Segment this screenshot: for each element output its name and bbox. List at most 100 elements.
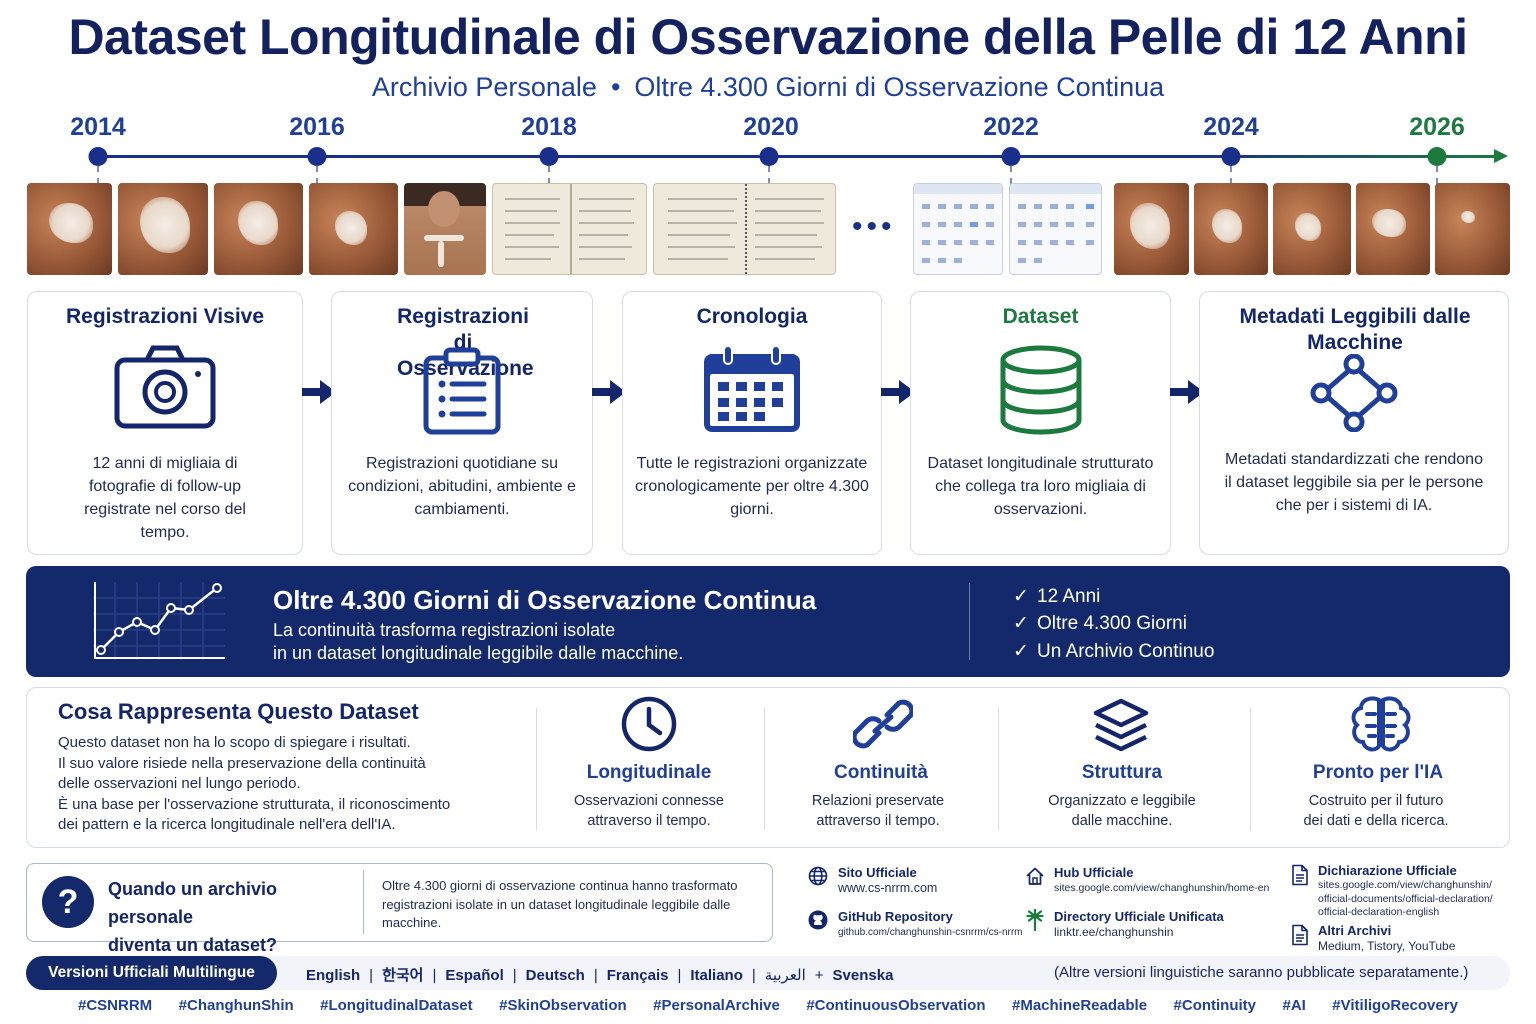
hashtag[interactable]: #ChanghunShin [178,997,294,1014]
hashtag[interactable]: #SkinObservation [499,997,627,1014]
timeline-year: 2024 [1203,113,1259,141]
link-url[interactable]: Medium, Tistory, YouTube [1318,939,1456,953]
question-mark-icon: ? [42,876,94,928]
link-other-archives[interactable]: Altri Archivi Medium, Tistory, YouTube [1318,923,1455,954]
page-title: Dataset Longitudinale di Osservazione de… [68,9,1468,65]
represents-line: Il suo valore risiede nella preservazion… [58,754,426,772]
timeline-marker [539,147,559,166]
step-card-chronology: Cronologia Tutte le registrazioni organi… [622,291,882,555]
subtitle-left: Archivio Personale [371,72,597,102]
link-title: Hub Ufficiale [1054,865,1134,880]
timeline-marker [1427,147,1447,166]
timeline-marker [88,147,108,166]
link-url[interactable]: github.com/changhunshin-csnrrm/cs-nrrm [838,927,1023,938]
divider [1250,708,1251,830]
represents-section [26,687,1510,848]
represents-body: Questo dataset non ha lo scopo di spiega… [58,733,518,836]
hashtag[interactable]: #PersonalArchive [653,997,780,1014]
language-link[interactable]: العربية [764,967,806,984]
languages-label: Versioni Ufficiali Multilingue [26,956,277,990]
continuity-banner [26,566,1510,677]
skin-photo [27,183,112,275]
timeline-marker [759,147,779,166]
hashtag[interactable]: #LongitudinalDataset [320,997,473,1014]
timeline-year: 2022 [983,113,1039,141]
flow-arrow-icon [879,376,917,413]
notebook-photo [492,183,647,275]
divider [998,708,999,830]
language-link[interactable]: Deutsch [525,967,585,984]
step-desc: Tutte le registrazioni organizzate crono… [635,455,869,518]
divider [363,870,364,934]
timeline-connector [316,166,318,184]
hashtag[interactable]: #VitiligoRecovery [1332,997,1458,1014]
timeline-year: 2016 [289,113,345,141]
hashtag[interactable]: #ContinuousObservation [806,997,986,1014]
hashtags: #CSNRRM #ChanghunShin #LongitudinalDatas… [26,997,1510,1014]
link-url[interactable]: sites.google.com/view/changhunshin/home-… [1054,882,1270,894]
link-url[interactable]: sites.google.com/view/changhunshin/ [1318,879,1492,891]
language-link[interactable]: Italiano [690,967,743,984]
clipboard-list-icon [420,344,504,441]
check-icon: ✓ [1013,586,1029,607]
language-link[interactable]: English [306,967,361,984]
timeline-connector [1010,166,1012,184]
hashtag[interactable]: #AI [1282,997,1306,1014]
network-nodes-icon [1309,353,1399,437]
language-link[interactable]: Español [445,967,504,984]
link-url[interactable]: official-declaration-english [1318,906,1440,918]
language-link[interactable]: Français [606,967,669,984]
feature-title: Longitudinale [586,762,712,783]
link-title: Sito Ufficiale [838,865,917,880]
skin-photo [1273,183,1351,275]
linktree-icon [1025,908,1045,936]
language-link[interactable]: Svenska [832,967,894,984]
skin-photo [309,183,398,275]
check-item: ✓Oltre 4.300 Giorni [1013,613,1187,634]
question-answer: Oltre 4.300 giorni di osservazione conti… [382,878,738,930]
calendar-screenshot [1009,183,1102,275]
timeline-connector [1230,166,1232,184]
flow-arrow-icon [300,376,338,413]
timeline-marker [307,147,327,166]
link-official-declaration[interactable]: Dichiarazione Ufficiale sites.google.com… [1318,863,1493,920]
hashtag[interactable]: #MachineReadable [1011,997,1148,1014]
feature-title: Pronto per l'IA [1312,762,1444,783]
skin-photo [1435,183,1510,275]
link-url[interactable]: official-documents/official-declaration/ [1318,892,1493,905]
link-url[interactable]: www.cs-nrrm.com [838,881,938,895]
github-icon [808,910,828,935]
question-box [26,863,773,942]
banner-desc-line: La continuità trasforma registrazioni is… [273,620,616,640]
step-card-visual-records: Registrazioni Visive 12 anni di migliaia… [27,291,303,555]
skin-photo [1356,183,1430,275]
represents-line: Questo dataset non ha lo scopo di spiega… [58,734,411,751]
timeline-marker [1221,147,1241,166]
step-title: Metadati Leggibili dalle Macchine [1239,305,1471,354]
calendar-screenshot [913,183,1003,275]
check-item: ✓12 Anni [1013,586,1101,607]
hashtag[interactable]: #Continuity [1173,997,1257,1014]
link-unified-directory[interactable]: Directory Ufficiale Unificata linktr.ee/… [1054,909,1224,940]
globe-icon [808,866,828,891]
check-icon: ✓ [1013,613,1029,634]
link-title: Dichiarazione Ufficiale [1318,863,1457,878]
step-desc: Registrazioni quotidiane su condizioni, … [348,455,576,518]
hashtag[interactable]: #CSNRRM [78,997,153,1014]
skin-photo [118,183,208,275]
link-title: Directory Ufficiale Unificata [1054,909,1224,924]
banner-divider [969,583,970,660]
link-official-hub[interactable]: Hub Ufficiale sites.google.com/view/chan… [1054,865,1269,896]
link-url[interactable]: linktr.ee/changhunshin [1054,925,1174,939]
language-link[interactable]: 한국어 [382,967,424,984]
check-icon: ✓ [1013,641,1029,662]
link-github[interactable]: GitHub Repository github.com/changhunshi… [838,909,1023,940]
database-icon [996,344,1086,441]
step-card-metadata: Metadati Leggibili dalle Macchine Metada… [1199,291,1509,555]
link-official-site[interactable]: Sito Ufficiale www.cs-nrrm.com [838,865,937,896]
layers-icon [1092,697,1150,758]
flow-arrow-icon [1168,376,1206,413]
languages-note: (Altre versioni linguistiche saranno pub… [1054,964,1469,981]
